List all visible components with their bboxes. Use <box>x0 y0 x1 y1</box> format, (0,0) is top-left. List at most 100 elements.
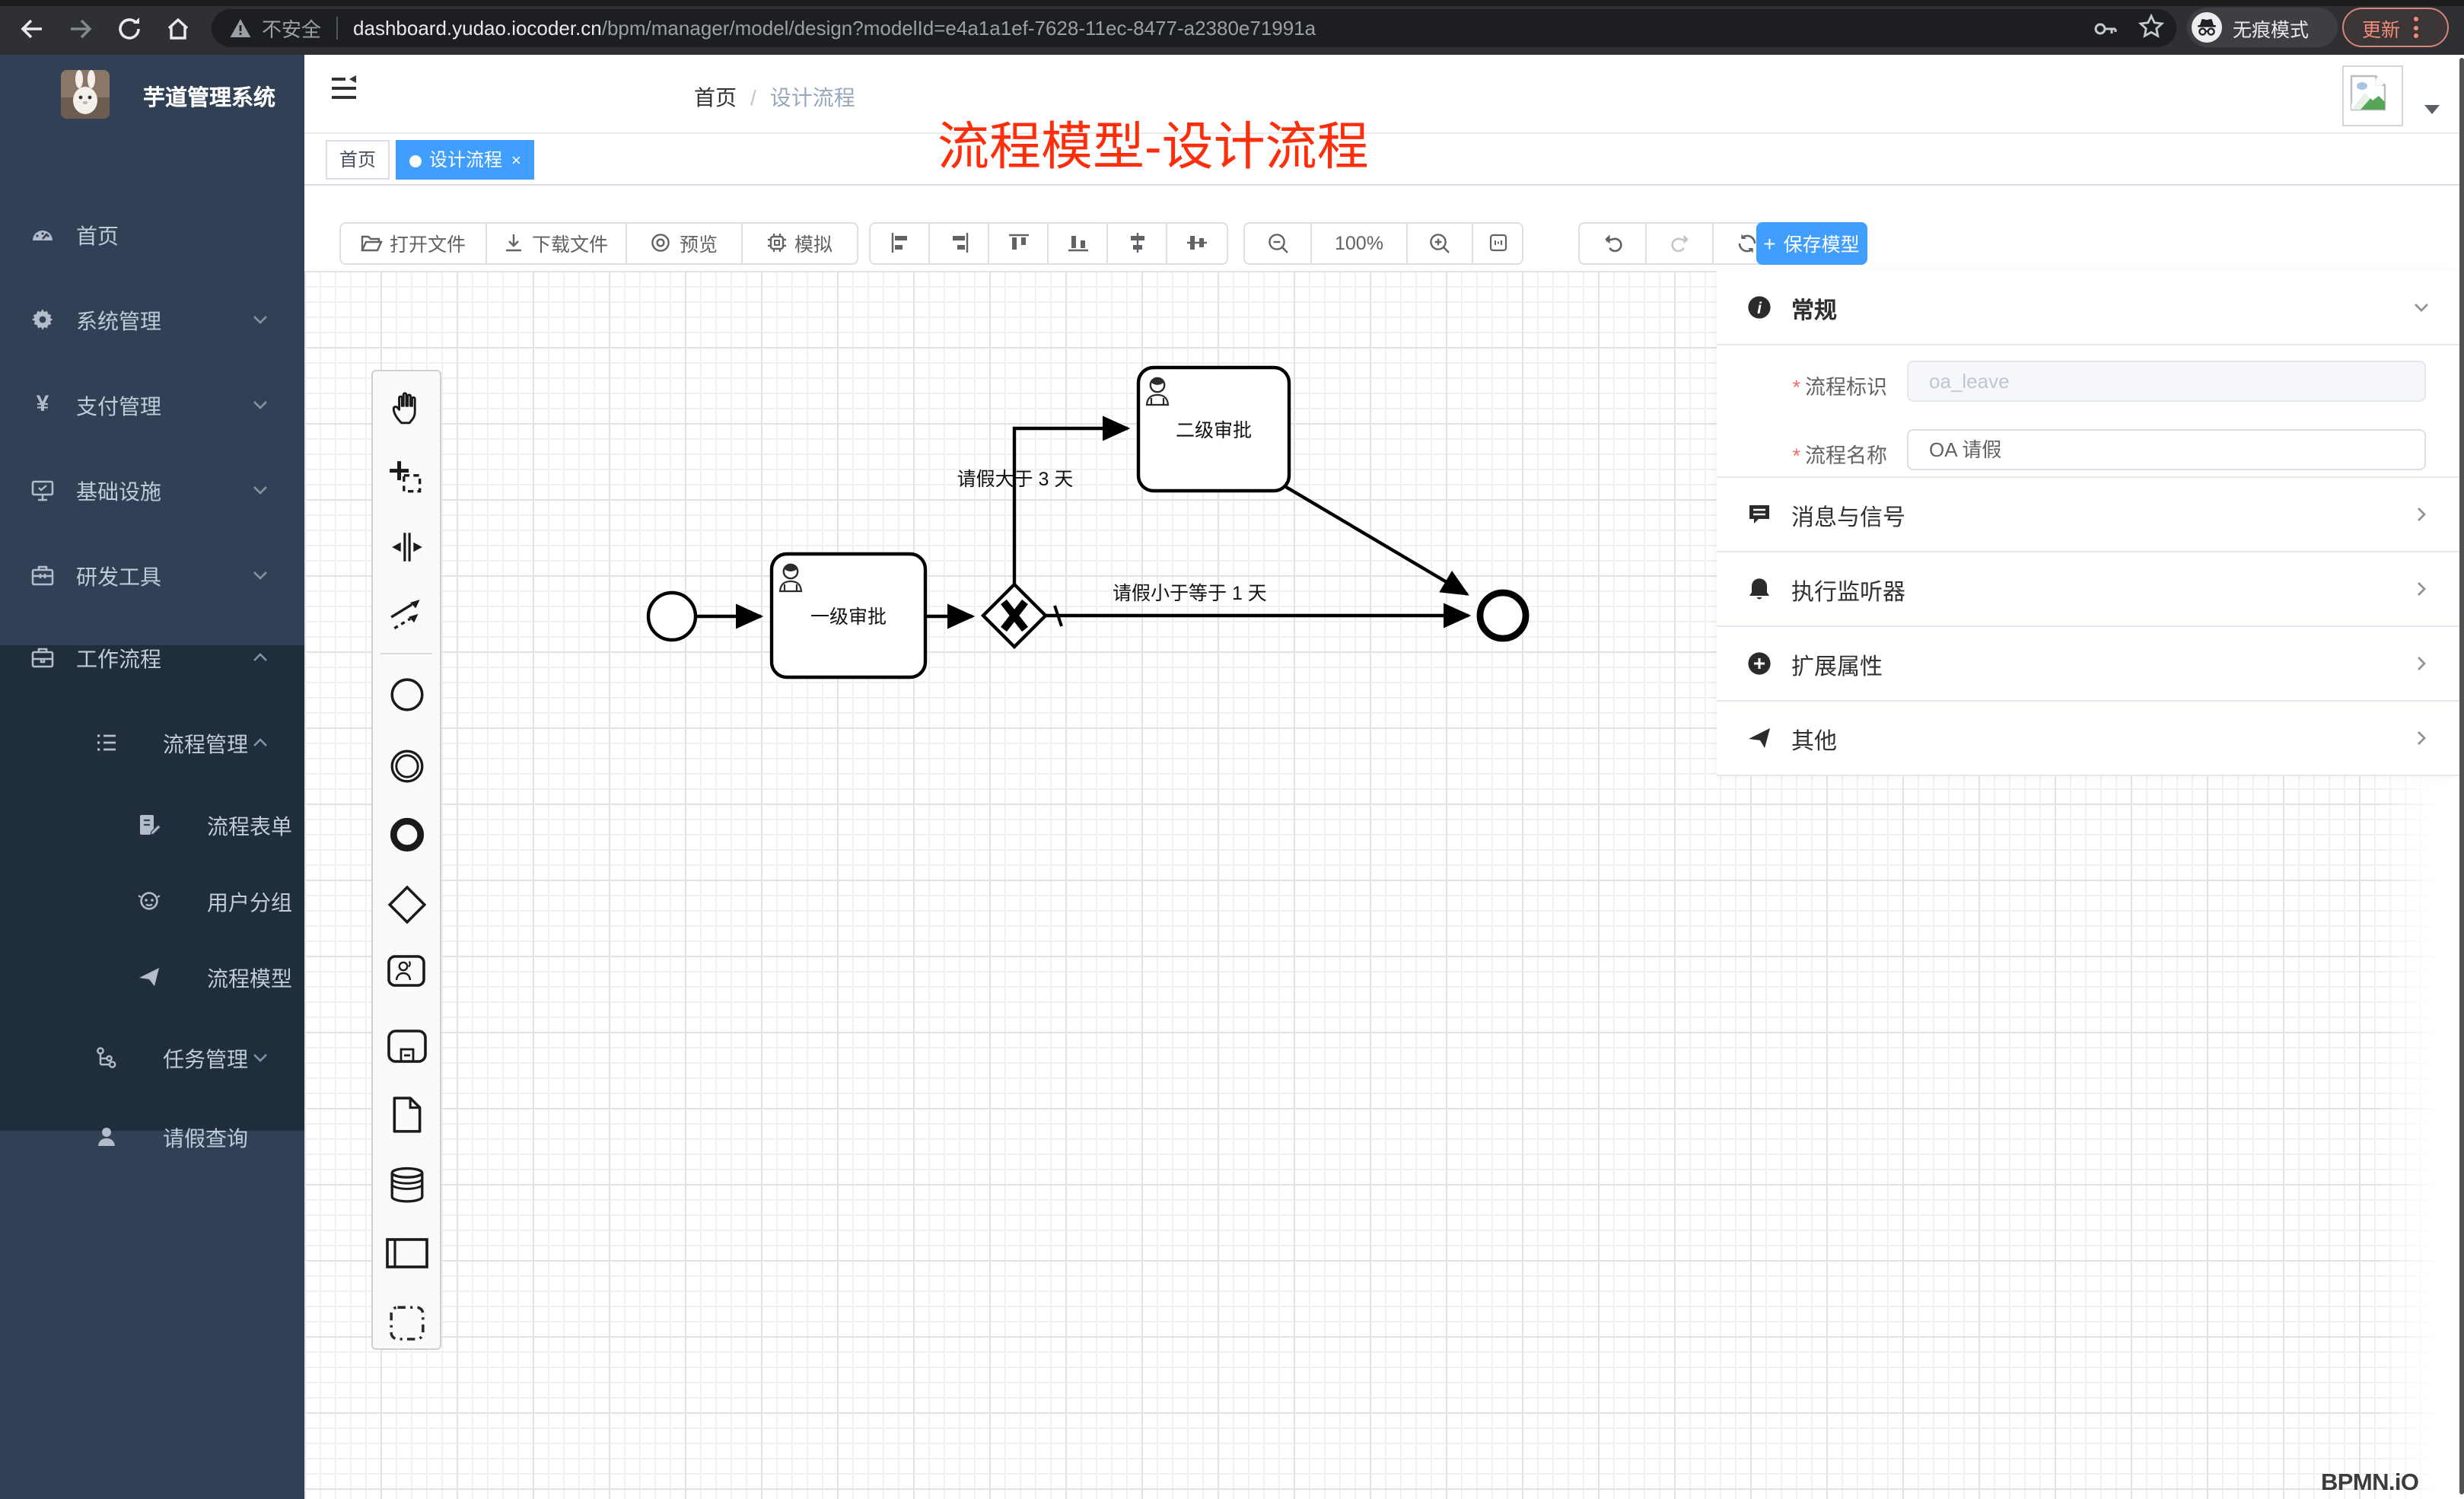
process-key-input[interactable]: oa_leave <box>1906 360 2426 401</box>
preview-button[interactable]: 预览 <box>627 223 743 263</box>
chevron-down-icon <box>253 485 267 494</box>
create-start-event[interactable] <box>373 660 440 730</box>
chevron-down-icon <box>2415 303 2428 312</box>
align-left-button[interactable] <box>871 223 930 263</box>
flow-gateway-to-task2[interactable] <box>1012 415 1131 584</box>
flow-task2-to-end[interactable] <box>1285 485 1469 596</box>
undo-button[interactable] <box>1580 223 1647 263</box>
url-domain[interactable]: dashboard.yudao.iocoder.cn <box>353 16 602 39</box>
create-intermediate-event[interactable] <box>373 731 440 801</box>
create-end-event[interactable] <box>373 800 440 870</box>
global-connect-icon <box>390 599 419 629</box>
intermediate-event-icon <box>390 750 423 783</box>
end-event[interactable] <box>1476 589 1530 642</box>
security-label[interactable]: 不安全 <box>262 18 322 40</box>
sidebar-item-payment[interactable]: ¥ 支付管理 <box>0 361 304 447</box>
url-path[interactable]: /bpm/manager/model/design?modelId=e4a1a1… <box>601 16 1316 39</box>
align-center-h-button[interactable] <box>1108 223 1167 263</box>
task-first-approve[interactable]: 一级审批 <box>769 552 928 679</box>
browser-home-icon[interactable] <box>164 15 192 43</box>
download-file-button[interactable]: 下载文件 <box>487 223 627 263</box>
sidebar-item-process-model[interactable]: 流程模型 <box>0 934 304 1019</box>
open-file-button[interactable]: 打开文件 <box>341 223 487 263</box>
flow-gateway-to-end-default[interactable] <box>1046 603 1472 629</box>
bpmn-canvas[interactable]: 一级审批 二级审批 请假大于 3 天 请假小于等于 1 天 <box>304 271 2464 1499</box>
bpmn-palette <box>371 369 441 1349</box>
simulate-button[interactable]: 模拟 <box>743 223 857 263</box>
header: 首页/设计流程 ? TT <box>304 55 2464 164</box>
breadcrumb-home[interactable]: 首页 <box>694 85 737 110</box>
panel-section-message-signal[interactable]: 消息与信号 <box>1717 477 2459 552</box>
global-connect-tool[interactable] <box>373 580 440 650</box>
process-name-input[interactable]: OA 请假 <box>1906 428 2426 469</box>
sidebar-item-process-mgmt[interactable]: 流程管理 <box>0 700 304 785</box>
sidebar-item-process-form[interactable]: 流程表单 <box>0 781 304 867</box>
restart-button[interactable] <box>1714 223 1779 263</box>
space-tool[interactable] <box>373 511 440 581</box>
sidebar-item-task-mgmt[interactable]: 任务管理 <box>0 1014 304 1100</box>
lasso-tool[interactable] <box>373 443 440 513</box>
breadcrumb-current: 设计流程 <box>769 85 855 110</box>
zoom-out-button[interactable] <box>1245 223 1312 263</box>
panel-section-listeners[interactable]: 执行监听器 <box>1717 552 2459 626</box>
sidebar-collapse-icon[interactable] <box>329 73 359 103</box>
panel-section-general[interactable]: i 常规 <box>1717 271 2459 344</box>
hand-tool-icon <box>391 392 415 425</box>
task-second-approve[interactable]: 二级审批 <box>1136 365 1291 493</box>
update-button[interactable]: 更新 <box>2342 8 2449 47</box>
sidebar-submenu-background <box>0 645 304 1131</box>
address-bar[interactable]: 不安全 dashboard.yudao.iocoder.cn/bpm/manag… <box>212 8 2176 46</box>
tab-home[interactable]: 首页 <box>326 140 390 180</box>
zoom-reset-button[interactable] <box>1473 223 1522 263</box>
redo-button[interactable] <box>1647 223 1714 263</box>
user-task-icon <box>387 955 425 987</box>
save-model-button[interactable]: +保存模型 <box>1756 221 1867 264</box>
panel-section-other[interactable]: 其他 <box>1717 701 2459 775</box>
gateway-icon <box>387 885 426 925</box>
redo-icon <box>1670 234 1688 252</box>
create-group[interactable] <box>373 1288 440 1358</box>
avatar[interactable] <box>2341 65 2402 126</box>
bpmn-io-logo[interactable]: BPMN.iO <box>2321 1470 2419 1499</box>
align-center-v-button[interactable] <box>1167 223 1227 263</box>
browser-reload-icon[interactable] <box>116 15 143 43</box>
flow-label-lte1[interactable]: 请假小于等于 1 天 <box>1113 583 1267 604</box>
sidebar-item-system[interactable]: 系统管理 <box>0 276 304 361</box>
tab-active-dot <box>409 154 422 167</box>
flow-label-gt3[interactable]: 请假大于 3 天 <box>957 469 1074 490</box>
align-top-button[interactable] <box>989 223 1049 263</box>
create-gateway[interactable] <box>373 870 440 940</box>
scrollbar[interactable] <box>2459 58 2464 1494</box>
app-logo[interactable]: 芋道管理系统 <box>0 55 304 134</box>
chevron-right-icon <box>2418 581 2426 596</box>
sidebar-item-home[interactable]: 首页 <box>0 191 304 276</box>
create-user-task[interactable] <box>373 936 440 1006</box>
gateway-exclusive[interactable] <box>980 581 1049 650</box>
bookmark-star-icon[interactable] <box>2138 13 2165 40</box>
zoom-in-button[interactable] <box>1408 223 1473 263</box>
browser-forward-icon[interactable] <box>67 15 94 43</box>
start-event[interactable] <box>646 590 698 642</box>
data-store-icon <box>390 1166 423 1202</box>
lasso-tool-icon <box>389 460 421 492</box>
browser-back-icon[interactable] <box>18 15 46 43</box>
tab-close-icon[interactable]: × <box>511 152 521 170</box>
align-right-button[interactable] <box>930 223 989 263</box>
align-bottom-button[interactable] <box>1049 223 1108 263</box>
update-label[interactable]: 更新 <box>2362 19 2401 40</box>
sidebar-item-devtools[interactable]: 研发工具 <box>0 532 304 617</box>
panel-section-ext-props[interactable]: 扩展属性 <box>1717 626 2459 701</box>
tab-design[interactable]: 设计流程× <box>396 140 535 180</box>
sidebar-item-infra[interactable]: 基础设施 <box>0 447 304 532</box>
create-participant[interactable] <box>373 1218 440 1288</box>
password-key-icon[interactable] <box>2093 17 2117 41</box>
create-subprocess[interactable] <box>373 1010 440 1080</box>
sidebar-item-workflow[interactable]: 工作流程 <box>0 615 304 700</box>
sidebar-item-user-group[interactable]: 用户分组 <box>0 858 304 943</box>
avatar-caret-icon[interactable] <box>2424 105 2440 114</box>
hand-tool[interactable] <box>373 372 440 442</box>
create-data-store[interactable] <box>373 1149 440 1219</box>
sidebar-item-leave-query[interactable]: 请假查询 <box>0 1094 304 1179</box>
create-data-object[interactable] <box>373 1079 440 1149</box>
browser-menu-icon[interactable] <box>2414 17 2419 38</box>
